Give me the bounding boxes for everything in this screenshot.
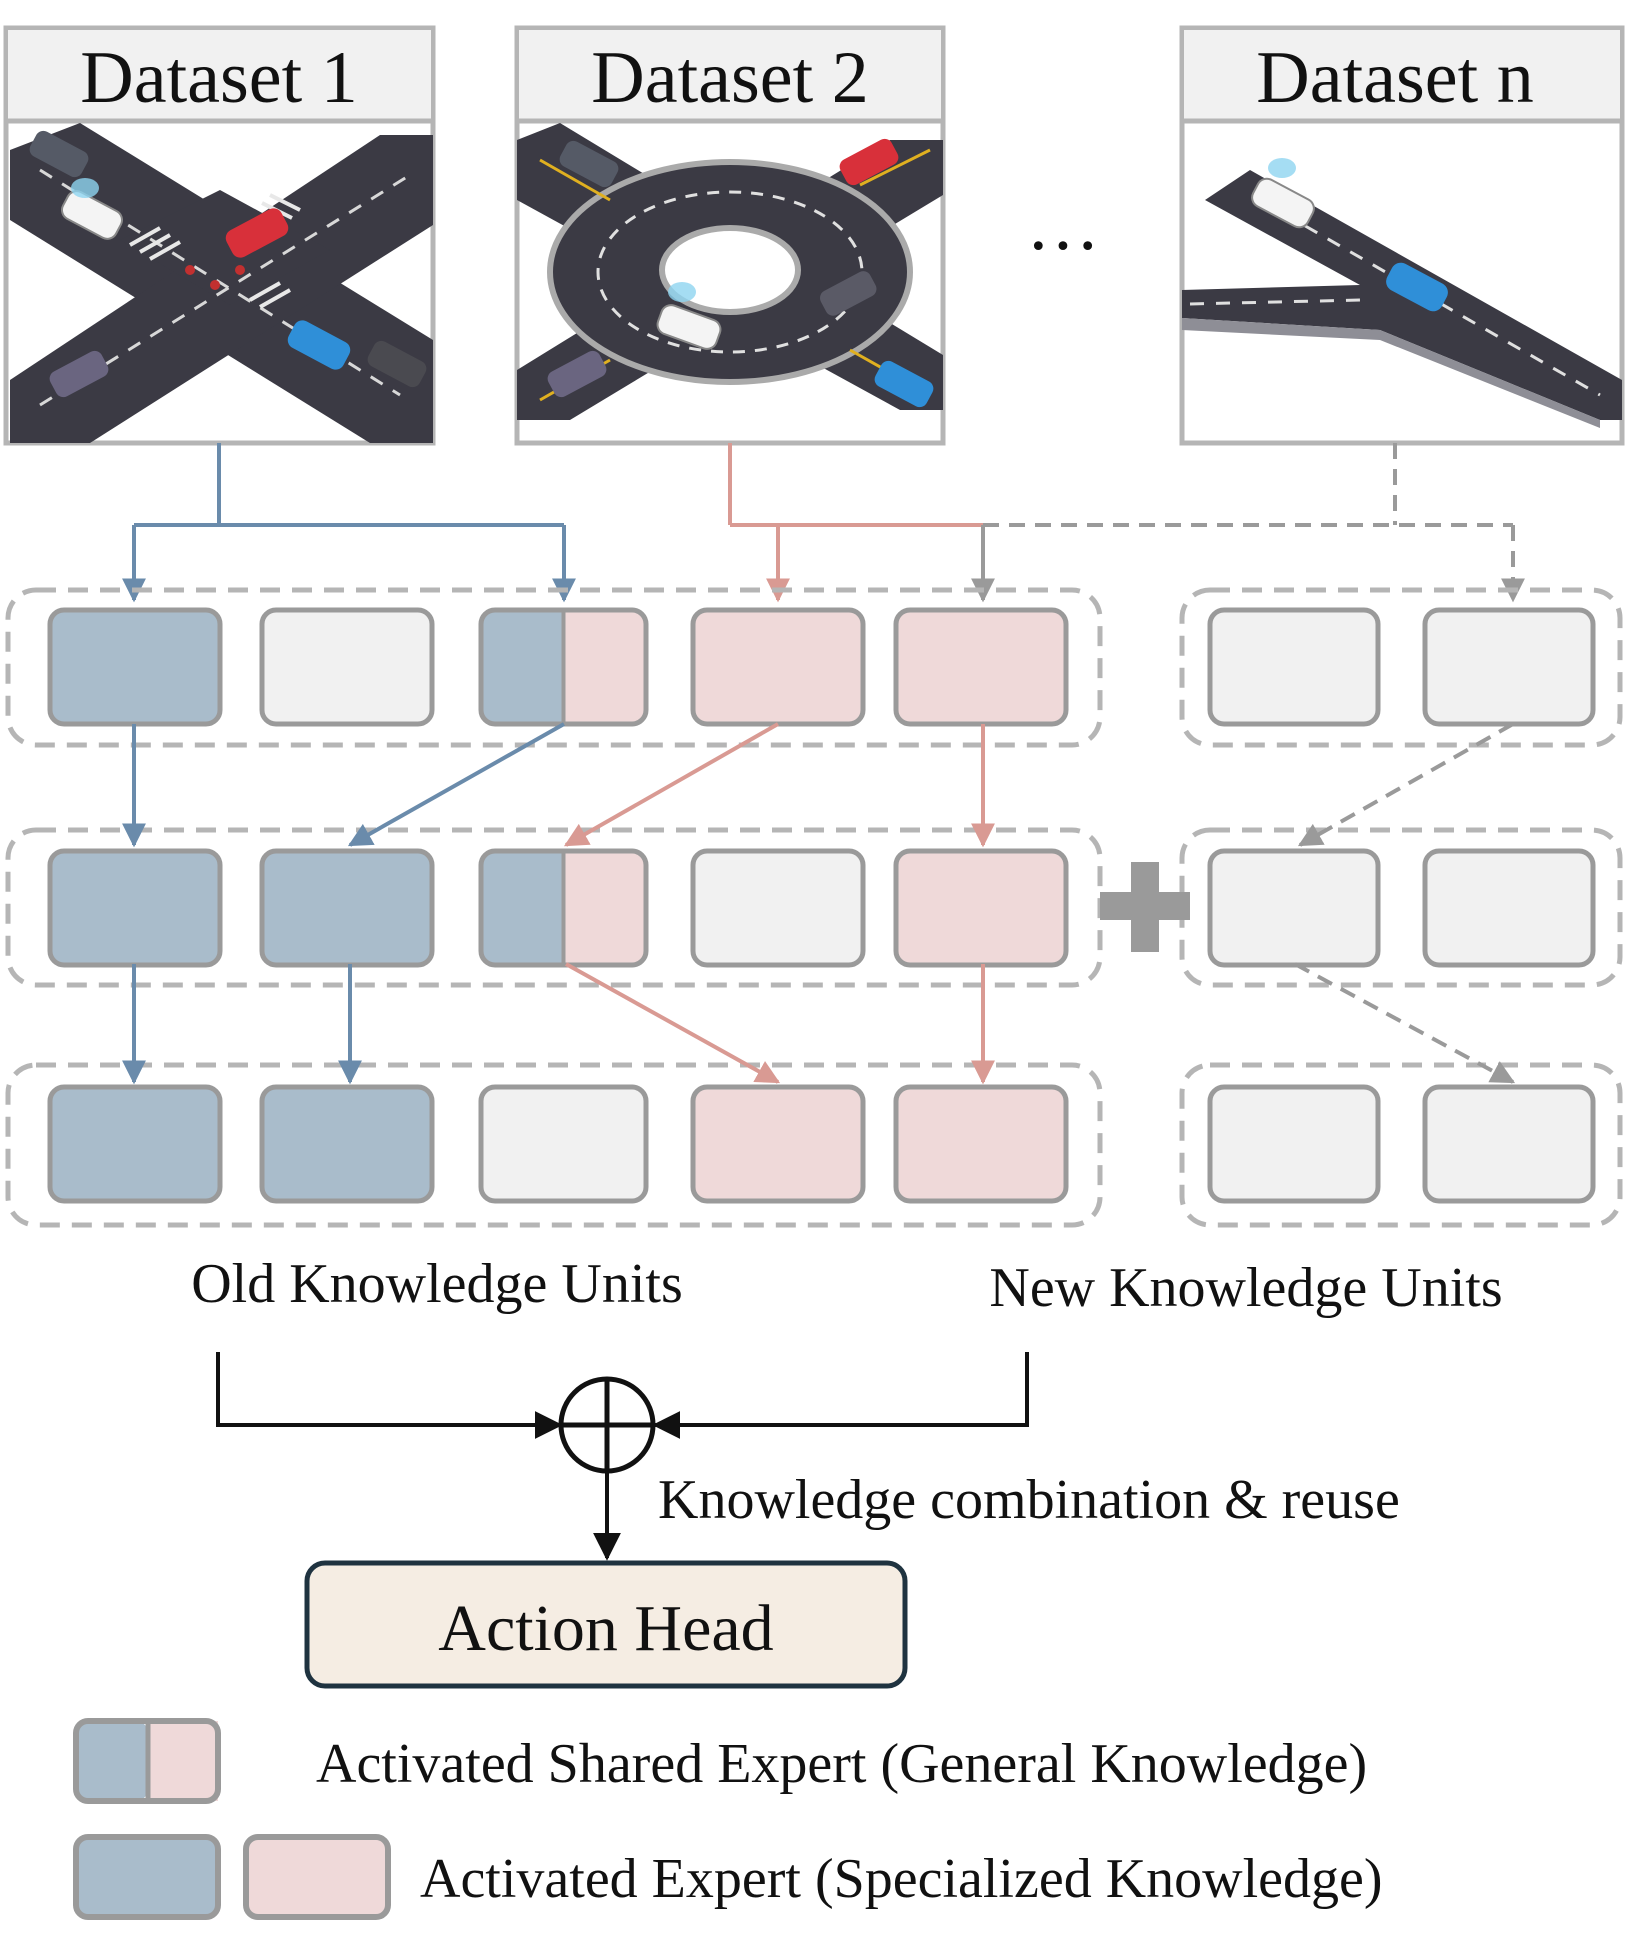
old-layer-1-frame	[5, 587, 1103, 748]
old-expert-L1-2	[259, 607, 435, 727]
old-knowledge-units-label: Old Knowledge Units	[191, 1253, 683, 1315]
old-expert-L1-3	[478, 607, 649, 727]
old-expert-L3-3	[478, 1084, 649, 1204]
new-expert-L3-1	[1207, 1084, 1381, 1204]
old-expert-L3-4	[690, 1084, 866, 1204]
new-expert-L2-2	[1422, 848, 1596, 968]
ellipsis: ···	[1026, 205, 1100, 287]
dataset-1-title: Dataset 1	[80, 37, 357, 119]
intersection-scene-image	[10, 123, 433, 443]
dataset-n-routing	[971, 443, 1525, 603]
legend-expert-blue-swatch	[73, 1834, 221, 1920]
highway-merge-scene-image	[1182, 158, 1622, 428]
old-layer-3-frame	[5, 1062, 1103, 1228]
old-expert-L3-1	[47, 1084, 223, 1204]
old-expert-L3-5	[893, 1084, 1069, 1204]
new-expert-L1-1	[1207, 607, 1381, 727]
inter-layer-gray-arrows	[1294, 722, 1516, 1084]
old-expert-L2-4	[690, 848, 866, 968]
car-white-2	[656, 282, 722, 350]
roundabout-scene-image	[517, 123, 943, 420]
expert-boxes	[47, 607, 1596, 1204]
action-head: Action Head	[304, 1560, 908, 1689]
legend-expert-pink-swatch	[243, 1834, 391, 1920]
old-expert-L2-5	[893, 848, 1069, 968]
old-expert-L1-1	[47, 607, 223, 727]
old-expert-L2-3	[478, 848, 649, 968]
legend: Activated Shared Expert (General Knowled…	[73, 1718, 1383, 1920]
old-expert-L1-4	[690, 607, 866, 727]
dataset-1-routing	[122, 443, 576, 603]
legend-shared-swatch	[73, 1718, 221, 1804]
knowledge-combination-label: Knowledge combination & reuse	[658, 1469, 1400, 1531]
dataset-2-title: Dataset 2	[591, 37, 868, 119]
inter-layer-pink-arrows	[563, 722, 995, 1085]
new-expert-L3-2	[1422, 1084, 1596, 1204]
car-white-3	[1251, 158, 1315, 229]
old-expert-L3-2	[259, 1084, 435, 1204]
car-white	[60, 178, 124, 240]
dataset-panel-n: Dataset n	[1179, 25, 1625, 446]
dataset-panel-2: Dataset 2	[514, 25, 946, 446]
new-expert-L2-1	[1207, 848, 1381, 968]
inter-layer-blue-arrows	[122, 722, 565, 1085]
plus-icon	[1100, 862, 1190, 952]
dataset-n-title: Dataset n	[1256, 37, 1533, 119]
new-expert-L1-2	[1422, 607, 1596, 727]
combine-plus-icon	[558, 1376, 656, 1474]
old-expert-L2-2	[259, 848, 435, 968]
legend-specialized-label: Activated Expert (Specialized Knowledge)	[420, 1848, 1383, 1910]
old-expert-L2-1	[47, 848, 223, 968]
dataset-panel-1: Dataset 1	[3, 25, 436, 446]
combination-lines	[216, 1352, 1029, 1561]
dataset-2-routing	[728, 443, 983, 603]
new-knowledge-units-label: New Knowledge Units	[989, 1257, 1502, 1319]
action-head-label: Action Head	[438, 1592, 773, 1665]
old-expert-L1-5	[893, 607, 1069, 727]
legend-shared-label: Activated Shared Expert (General Knowled…	[316, 1733, 1367, 1795]
